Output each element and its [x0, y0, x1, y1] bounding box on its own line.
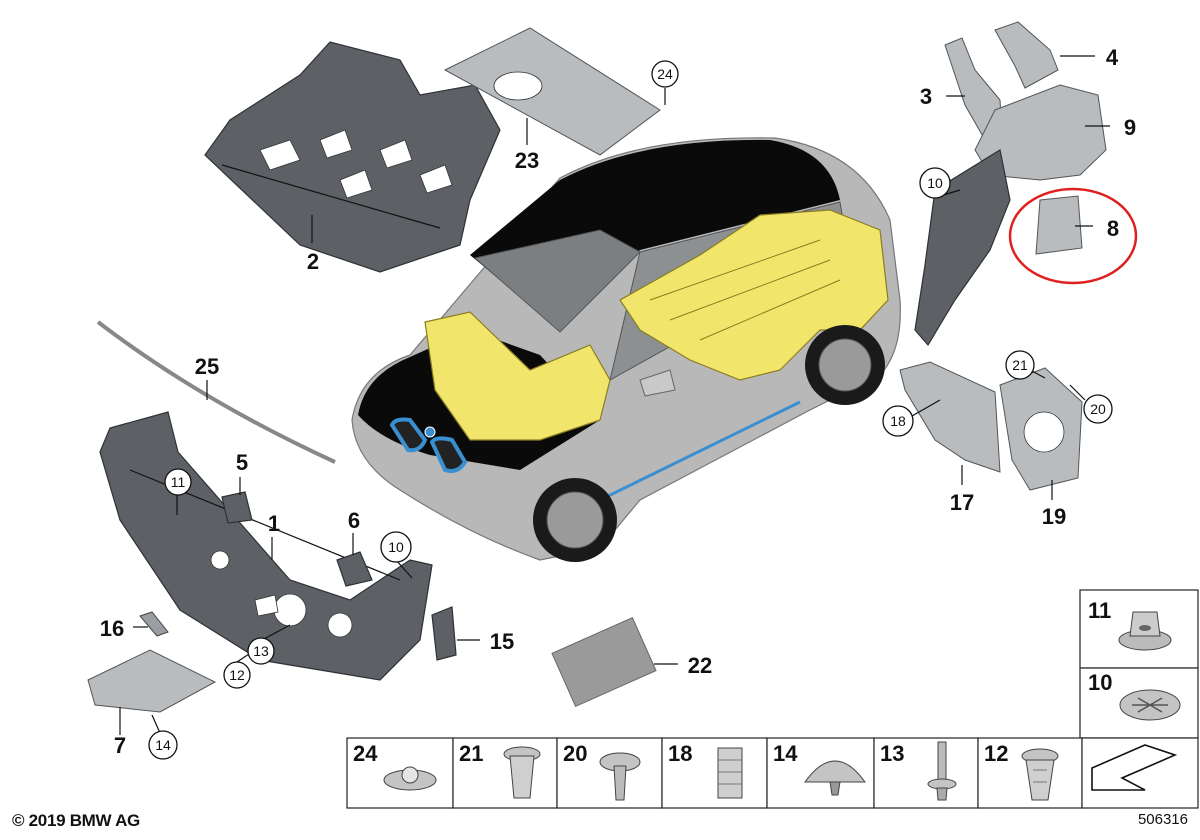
callout-14: 14	[155, 737, 171, 753]
callout-18: 18	[890, 413, 906, 429]
fastener-label-20: 20	[563, 741, 587, 766]
callout-17: 17	[950, 490, 974, 515]
callout-20: 20	[1090, 401, 1106, 417]
fastener-label-18: 18	[668, 741, 692, 766]
callout-19: 19	[1042, 504, 1066, 529]
callout-15: 15	[490, 629, 514, 654]
insulation-front	[424, 311, 611, 441]
callout-11: 11	[171, 474, 186, 490]
part-8-wedge	[1035, 195, 1083, 255]
car-illustration	[351, 137, 901, 562]
car-side-accent	[599, 400, 801, 502]
fastener-20-screw-icon	[599, 752, 641, 801]
callout-labels: 2 23 24 3 4 9 10 8 25 5 11 1 6 10 16 15 …	[100, 45, 1136, 760]
part-5-clip	[221, 491, 253, 524]
fastener-10-clip-icon	[1119, 689, 1181, 721]
callout-21: 21	[1012, 357, 1028, 373]
rear-wheel-rim	[818, 338, 872, 392]
part-19-hole	[1023, 411, 1065, 453]
part-22-sheet	[551, 616, 657, 708]
front-wheel-rim	[546, 491, 604, 549]
fastener-18-sleeve-icon	[717, 747, 743, 799]
highlight-ring	[1008, 187, 1138, 285]
callout-24: 24	[657, 66, 673, 82]
fastener-label-12: 12	[984, 741, 1008, 766]
callout-16: 16	[100, 616, 124, 641]
fastener-label-11: 11	[1088, 598, 1111, 623]
copyright-notice: © 2019 BMW AG	[12, 811, 140, 830]
part-4-bracket	[994, 21, 1059, 89]
fastener-label-10: 10	[1088, 670, 1112, 695]
fastener-label-24: 24	[353, 741, 378, 766]
part-10-side-insulation	[914, 149, 1011, 347]
callout-8: 8	[1107, 216, 1119, 241]
part-15-damper	[431, 606, 457, 661]
fastener-21-rivet-icon	[503, 746, 541, 799]
callout-7: 7	[114, 733, 126, 758]
callout-3: 3	[920, 84, 932, 109]
part-25-sealing-strip	[96, 320, 336, 464]
part-17-18-bracket	[899, 361, 1001, 473]
part-16-pad	[139, 611, 169, 637]
callout-10-upper: 10	[927, 175, 943, 191]
fastener-12-expanding-nut-icon	[1021, 748, 1059, 801]
side-mirror	[639, 369, 676, 397]
callout-12: 12	[229, 667, 245, 683]
fastener-14-plug-icon	[804, 760, 866, 796]
callout-22: 22	[688, 653, 712, 678]
fastener-label-13: 13	[880, 741, 904, 766]
part-7-cover	[87, 649, 217, 713]
callout-9: 9	[1124, 115, 1136, 140]
fastener-table: 11 10 24 21 20 18 14 13 12	[346, 589, 1199, 809]
fastener-24-washer-icon	[383, 766, 437, 791]
fastener-label-21: 21	[459, 741, 483, 766]
callout-2: 2	[307, 249, 319, 274]
part-23-floor-mat	[443, 27, 661, 156]
car-kidney-grille-left	[389, 417, 428, 453]
insulation-detail	[649, 239, 841, 341]
callout-6: 6	[348, 508, 360, 533]
callout-5: 5	[236, 450, 248, 475]
fastener-label-14: 14	[773, 741, 798, 766]
leader-lines	[119, 55, 1110, 735]
direction-arrow-icon	[1091, 744, 1178, 791]
callout-10-lower: 10	[388, 539, 404, 555]
bmw-logo	[424, 426, 436, 438]
fastener-11-nut-icon	[1118, 611, 1172, 651]
part-6-clip	[336, 551, 373, 587]
part-2-insulation-tray	[204, 41, 501, 273]
callout-4: 4	[1106, 45, 1119, 70]
callout-23: 23	[515, 148, 539, 173]
callout-13: 13	[253, 643, 269, 659]
car-kidney-grille-right	[429, 436, 468, 473]
part-9-side-panel	[974, 84, 1107, 181]
fastener-13-bolt-icon	[927, 741, 957, 801]
drawing-number: 506316	[1137, 811, 1188, 828]
callout-25: 25	[195, 354, 219, 379]
callout-1: 1	[268, 511, 280, 536]
